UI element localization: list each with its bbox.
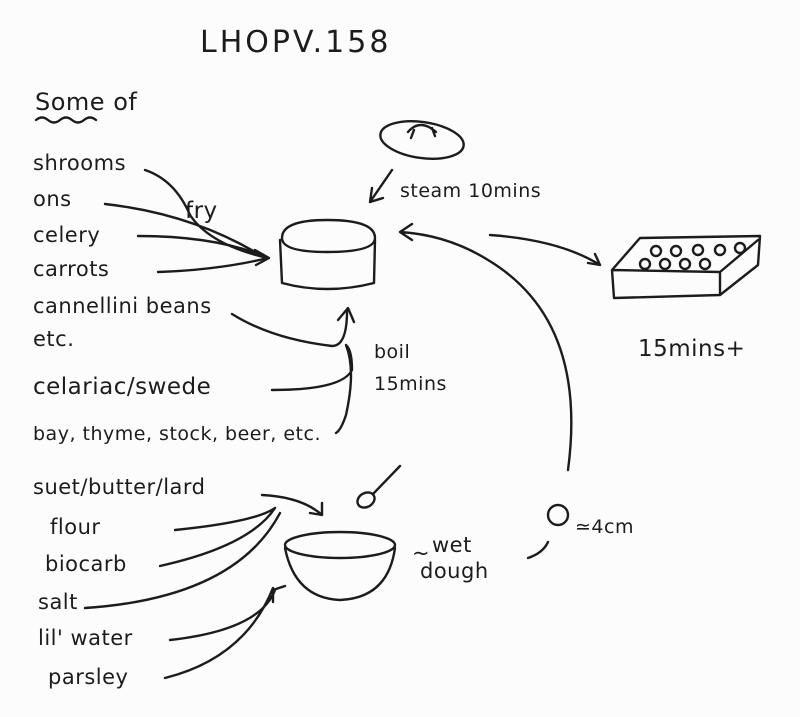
ingredient-celariac: celariac/swede bbox=[33, 374, 211, 400]
heading: Some of bbox=[35, 88, 137, 116]
ingredient-etc: etc. bbox=[33, 327, 74, 351]
ingredient-water: lil' water bbox=[38, 626, 133, 650]
heading-underline bbox=[34, 116, 98, 124]
ingredient-parsley: parsley bbox=[48, 665, 128, 689]
dumpling-size: ≃4cm bbox=[575, 516, 634, 538]
ingredient-ons: ons bbox=[33, 187, 72, 211]
spoon-icon bbox=[356, 464, 402, 509]
result-wet: wet bbox=[432, 533, 472, 557]
dumpling-icon bbox=[546, 503, 570, 527]
ingredient-flour: flour bbox=[50, 515, 101, 539]
ingredient-biocarb: biocarb bbox=[45, 552, 127, 576]
lid-icon bbox=[379, 120, 465, 160]
ingredient-herbs: bay, thyme, stock, beer, etc. bbox=[33, 423, 321, 445]
ingredient-salt: salt bbox=[38, 590, 78, 614]
method-steam: steam 10mins bbox=[400, 180, 541, 202]
ingredient-celery: celery bbox=[33, 223, 100, 247]
tilde: ~ bbox=[412, 541, 430, 565]
ingredient-carrots: carrots bbox=[33, 257, 109, 281]
ingredient-fat: suet/butter/lard bbox=[33, 475, 206, 499]
ingredient-shrooms: shrooms bbox=[33, 151, 126, 175]
method-boil: boil bbox=[374, 341, 410, 363]
pot-icon bbox=[278, 218, 377, 291]
mixing-bowl-icon bbox=[283, 530, 397, 602]
method-fry: fry bbox=[185, 198, 218, 224]
ingredient-cannellini: cannellini beans bbox=[33, 294, 212, 318]
arrows bbox=[83, 168, 602, 680]
baking-tray-icon bbox=[610, 234, 762, 300]
method-bake: 15mins+ bbox=[638, 336, 745, 362]
title: LHOPV.158 bbox=[200, 25, 391, 60]
result-dough: dough bbox=[420, 559, 489, 583]
method-boil-time: 15mins bbox=[374, 373, 447, 395]
